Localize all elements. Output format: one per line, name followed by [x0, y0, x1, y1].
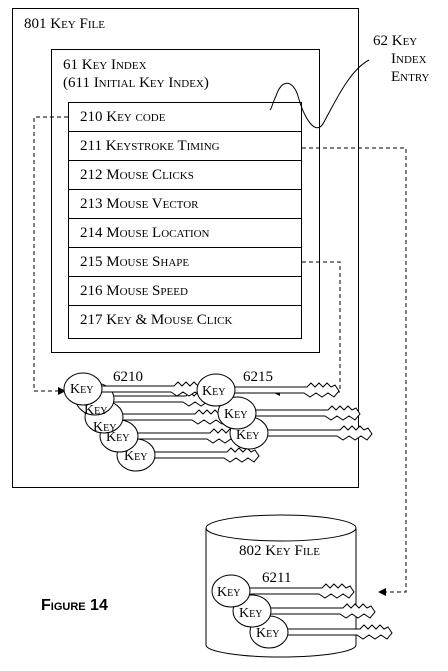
key-6211-text-1: Key [217, 585, 241, 600]
key-index-entry-box [68, 102, 302, 339]
figure-caption: Figure 14 [41, 597, 108, 614]
arrow-211-head [378, 588, 386, 596]
key-6211-text-3: Key [256, 626, 280, 641]
key-6210-text-3: Key [93, 420, 117, 435]
row-215-mouse-shape: 215 Mouse Shape [68, 248, 302, 277]
key-group-6211-label: 6211 [262, 570, 292, 586]
key-index-box [51, 49, 320, 353]
entry-leader-line [269, 59, 370, 129]
entry-label-line2: Index [391, 51, 427, 67]
key-group-6210-label: 6210 [113, 369, 143, 385]
row-217-key-mouse-click: 217 Key & Mouse Click [80, 312, 233, 328]
key-6215-text-2: Key [224, 407, 248, 422]
key-6210-text-5: Key [124, 449, 148, 464]
key-6210-text-4: Key [106, 430, 130, 445]
key-6215-text-1: Key [202, 384, 226, 399]
row-213-mouse-vector: 213 Mouse Vector [68, 190, 302, 219]
row-214-mouse-location: 214 Mouse Location [68, 219, 302, 248]
key-file-802-label: 802 Key File [239, 543, 320, 559]
arrow-211-to-6211 [302, 147, 407, 593]
key-index-initial-label: (611 Initial Key Index) [63, 75, 209, 91]
key-6215-text-3: Key [236, 428, 260, 443]
arrow-210-head [58, 387, 66, 395]
key-index-label: 61 Key Index [63, 57, 147, 73]
key-group-6215-label: 6215 [243, 369, 273, 385]
row-216-mouse-speed: 216 Mouse Speed [68, 277, 302, 306]
key-6210-text-1: Key [70, 382, 94, 397]
key-6210-text-2: Key [84, 403, 108, 418]
arrow-210-to-6210 [33, 116, 68, 392]
key-file-801-label: 801 Key File [24, 16, 105, 32]
key-6211-text-2: Key [239, 606, 263, 621]
row-210-key-code: 210 Key code [68, 103, 302, 132]
entry-label-line1: 62 Key [373, 33, 418, 49]
key-file-801-box [12, 8, 359, 488]
row-211-keystroke-timing: 211 Keystroke Timing [68, 132, 302, 161]
entry-label-line3: Entry [391, 69, 430, 85]
row-212-mouse-clicks: 212 Mouse Clicks [68, 161, 302, 190]
